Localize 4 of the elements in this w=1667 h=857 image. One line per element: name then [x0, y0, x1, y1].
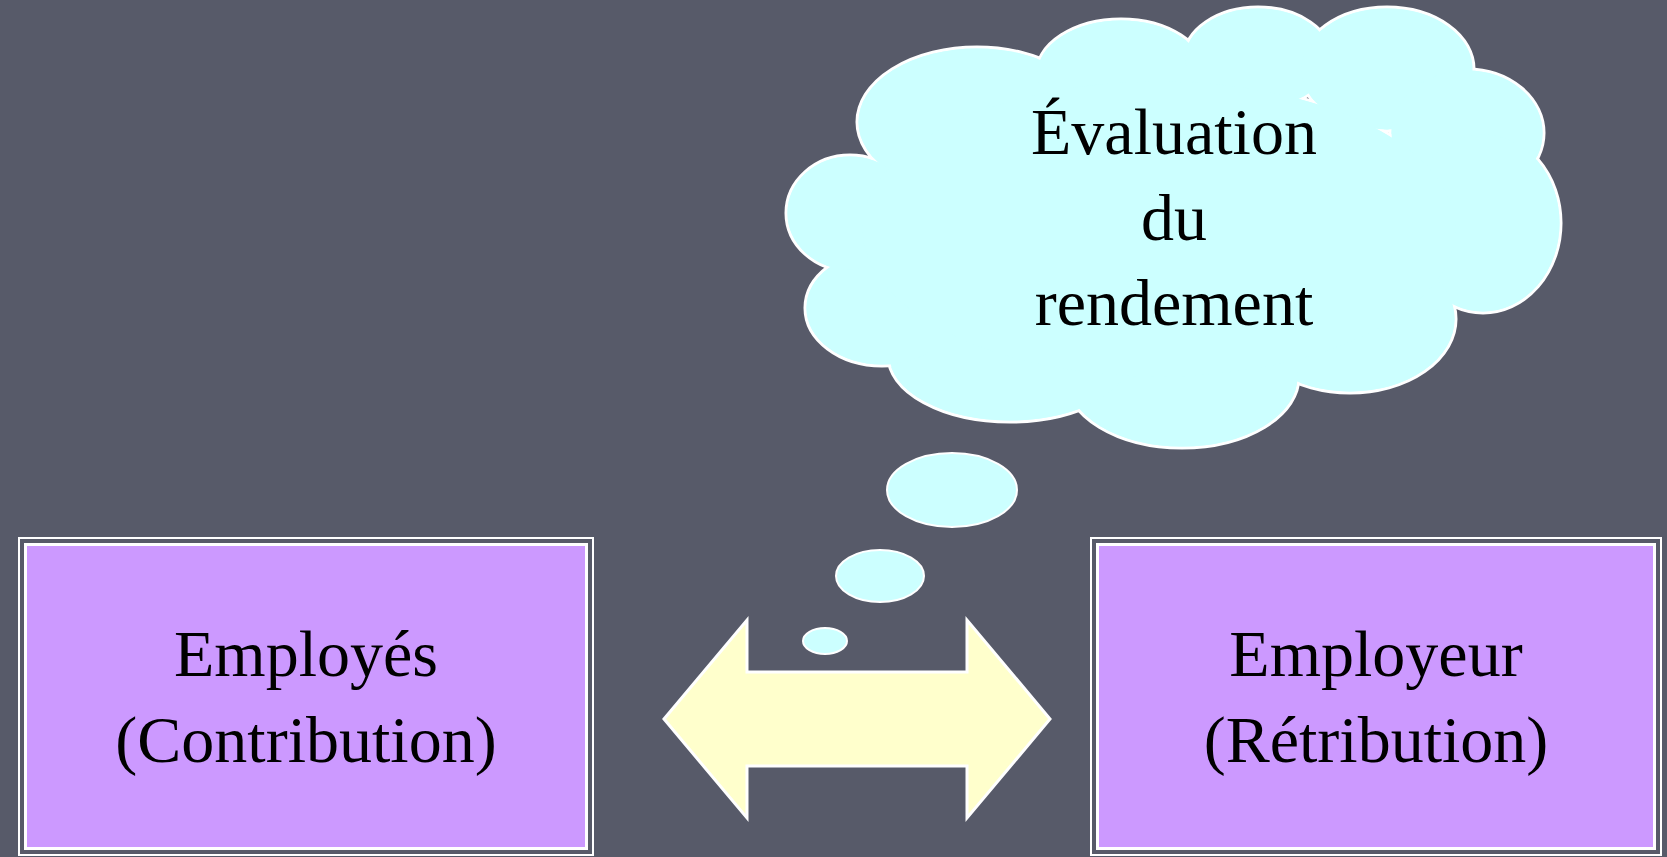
node-label: Évaluation du rendement: [1030, 93, 1318, 342]
node-label: Employeur (Rétribution): [1202, 615, 1550, 778]
double-block-arrow: [662, 615, 1052, 823]
node-label: Employés (Contribution): [114, 615, 498, 778]
